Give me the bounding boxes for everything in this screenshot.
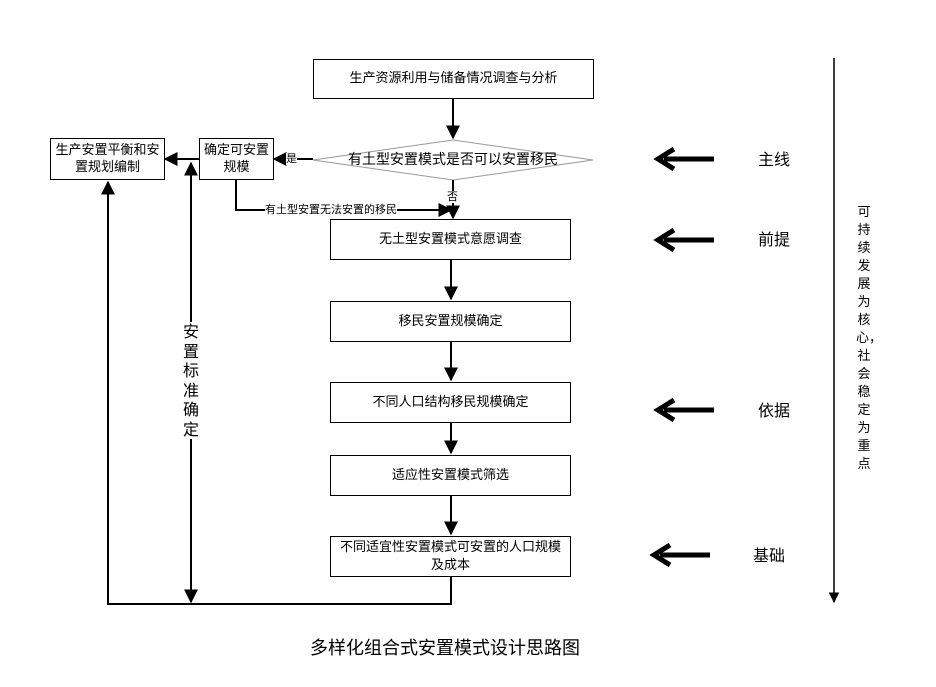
side-label-core: 可持续发展为核心，社会稳定为重点 (856, 205, 883, 472)
edge-label-yes: 是 (286, 152, 297, 165)
left-arrow-icon-premise (653, 227, 714, 253)
edge-label-cannot-place: 有土型安置无法安置的移民 (265, 203, 397, 216)
side-label-main-line: 主线 (758, 150, 791, 169)
figure-caption: 多样化组合式安置模式设计思路图 (310, 638, 580, 659)
decision-diamond (312, 139, 594, 181)
node-confirm-scale: 确定可安置规模 (199, 138, 274, 180)
node-landless-intent: 无土型安置模式意愿调查 (330, 219, 571, 260)
node-landless-intent-label: 无土型安置模式意愿调查 (378, 231, 522, 247)
node-confirm-scale-label: 确定可安置规模 (204, 143, 270, 175)
node-decision-label: 有土型安置模式是否可以安置移民 (348, 152, 558, 168)
edge-label-no: 否 (447, 190, 458, 203)
side-label-premise: 前提 (758, 230, 791, 249)
node-migrant-scale: 移民安置规模确定 (330, 301, 571, 342)
node-survey-label: 生产资源利用与储备情况调查与分析 (349, 71, 558, 86)
left-arrow-icon-mainline (653, 146, 714, 172)
node-survey: 生产资源利用与储备情况调查与分析 (313, 59, 594, 99)
side-label-foundation: 基础 (753, 546, 786, 565)
node-balance-plan: 生产安置平衡和安置规划编制 (50, 138, 165, 180)
node-structure-scale-label: 不同人口结构移民规模确定 (372, 394, 529, 410)
node-cost: 不同适宜性安置模式可安置的人口规模及成本 (330, 536, 571, 577)
node-suitability: 适应性安置模式筛选 (330, 455, 571, 496)
edge-label-standard: 安置标准确定 (180, 322, 202, 439)
left-arrow-icon-basis (653, 397, 714, 423)
left-arrow-icon-foundation (649, 542, 710, 568)
side-label-basis: 依据 (758, 401, 791, 420)
node-cost-label: 不同适宜性安置模式可安置的人口规模及成本 (339, 539, 561, 573)
node-balance-plan-label: 生产安置平衡和安置规划编制 (55, 143, 160, 175)
edge-feedback-bottom (101, 180, 452, 605)
node-migrant-scale-label: 移民安置规模确定 (398, 313, 503, 329)
node-structure-scale: 不同人口结构移民规模确定 (330, 382, 571, 423)
node-suitability-label: 适应性安置模式筛选 (391, 467, 509, 483)
